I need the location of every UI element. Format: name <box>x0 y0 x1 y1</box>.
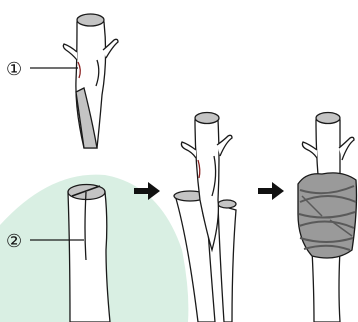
wrap-band-6 <box>303 244 351 251</box>
wrapped-graft-figure <box>297 111 358 322</box>
rootstock-body <box>67 191 111 322</box>
scion-fissure-2 <box>77 61 81 79</box>
middle-scion-fissure-2 <box>197 159 201 179</box>
scion-label: ① <box>6 59 22 80</box>
middle-rootstock-right <box>217 204 237 322</box>
inserted-graft-figure <box>173 111 237 322</box>
arrow-right-2 <box>258 182 284 200</box>
wrap-band-1 <box>299 185 355 195</box>
wrap-band-2 <box>299 195 357 203</box>
middle-scion-top-cut <box>194 111 220 125</box>
rootstock-label: ② <box>6 231 22 252</box>
arrow-right-1 <box>134 182 160 200</box>
scion-cut-face <box>75 87 98 149</box>
middle-rootstock-cut-right <box>217 199 237 209</box>
middle-scion-bud-left <box>180 141 197 159</box>
wrapped-scion-top-cut <box>315 111 341 125</box>
scion-bud-right <box>102 38 119 59</box>
wrapped-trunk <box>311 249 341 322</box>
rootstock-split <box>71 185 101 197</box>
scion-top-cut <box>76 13 105 27</box>
scion-bud-left <box>62 43 78 61</box>
middle-scion-bud-right <box>216 134 233 157</box>
scion-fissure <box>95 59 100 87</box>
wrap-band-4 <box>298 220 355 229</box>
wrap-band-5 <box>299 237 354 243</box>
rootstock-figure <box>67 183 111 322</box>
graft-wrap-tape <box>297 172 358 259</box>
wrapped-scion-body <box>315 119 341 176</box>
rootstock-split-inner <box>84 191 87 261</box>
wrap-band-8 <box>329 219 353 237</box>
middle-scion-fissure <box>211 155 217 197</box>
wrap-band-3 <box>298 211 356 219</box>
scion-figure <box>62 13 119 149</box>
wrap-band-7 <box>301 195 323 217</box>
wrapped-bud-left <box>301 141 318 159</box>
middle-scion-body <box>194 119 220 253</box>
wrapped-bud-right <box>338 136 355 161</box>
